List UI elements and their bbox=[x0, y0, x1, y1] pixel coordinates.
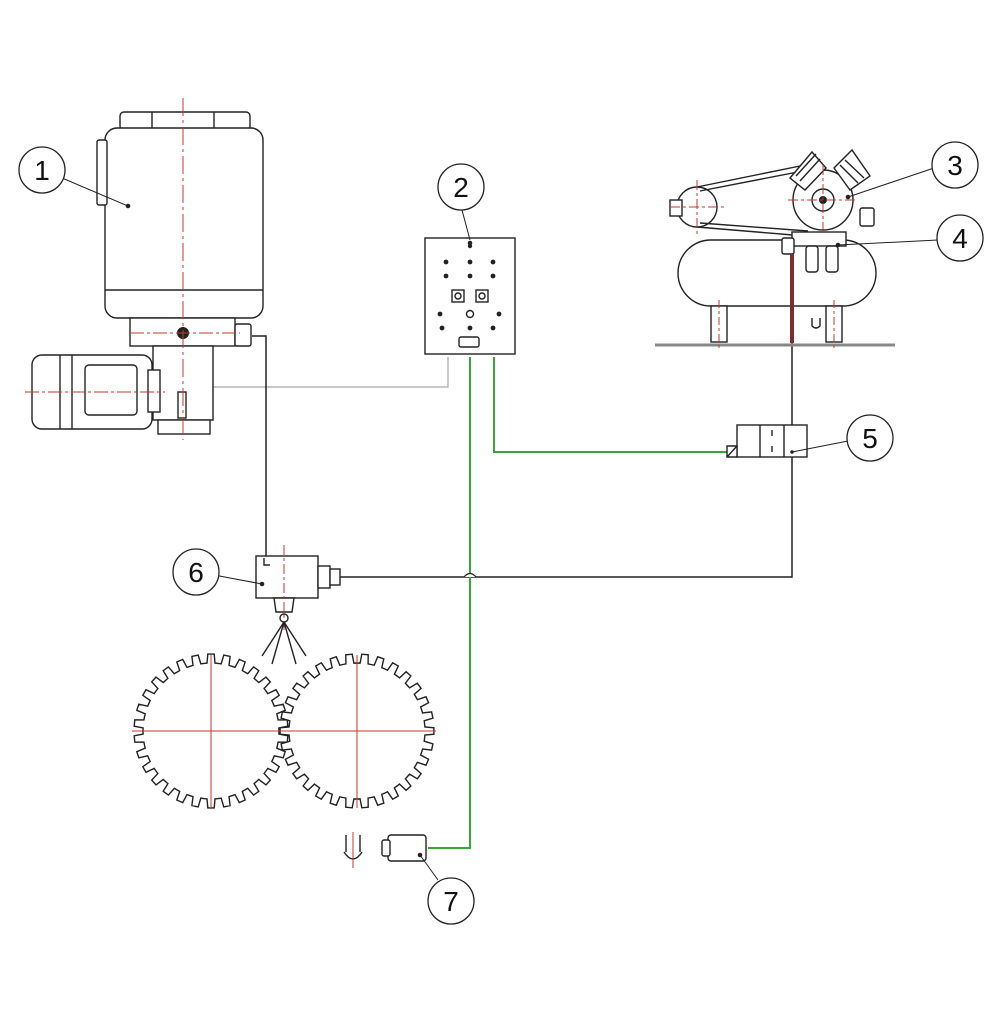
svg-text:5: 5 bbox=[862, 423, 878, 454]
callout-5: 5 bbox=[846, 414, 894, 462]
svg-text:3: 3 bbox=[947, 150, 963, 181]
power-cable bbox=[212, 357, 449, 388]
air-line bbox=[340, 343, 793, 578]
svg-text:7: 7 bbox=[443, 886, 459, 917]
control-box bbox=[424, 237, 516, 355]
lubrication-pump bbox=[25, 98, 264, 440]
svg-text:1: 1 bbox=[34, 155, 50, 186]
proximity-sensor bbox=[343, 832, 427, 868]
cable-crossover bbox=[463, 572, 477, 578]
callout-3: 3 bbox=[931, 141, 979, 189]
gear-pair bbox=[132, 653, 436, 809]
air-compressor bbox=[655, 148, 895, 350]
svg-text:6: 6 bbox=[188, 557, 204, 588]
signal-cable-sensor bbox=[428, 357, 471, 849]
callout-2: 2 bbox=[437, 163, 485, 211]
callout-4: 4 bbox=[936, 214, 984, 262]
solenoid-valve bbox=[726, 424, 808, 458]
connections bbox=[212, 335, 793, 849]
spray-valve bbox=[255, 545, 341, 665]
callout-7: 7 bbox=[427, 877, 475, 925]
svg-text:4: 4 bbox=[952, 223, 968, 254]
leader-lines bbox=[61, 167, 939, 881]
callout-6: 6 bbox=[172, 548, 220, 596]
lubricant-line bbox=[252, 335, 267, 558]
signal-cable-valve bbox=[493, 357, 727, 453]
callout-1: 1 bbox=[18, 146, 66, 194]
svg-text:2: 2 bbox=[453, 172, 469, 203]
